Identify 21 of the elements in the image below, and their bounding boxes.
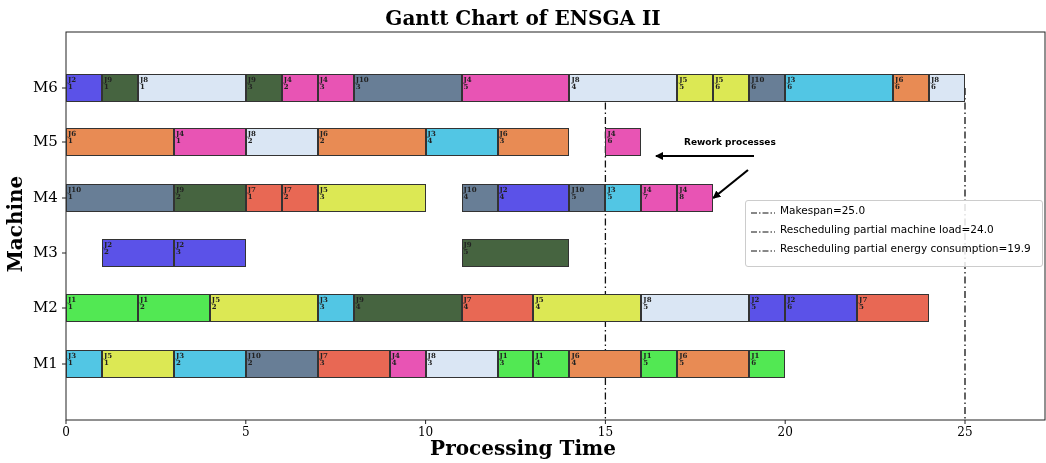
machine-label: M6 (33, 78, 58, 96)
axis-title: Processing Time (429, 436, 617, 460)
axis-title: Machine (3, 174, 27, 274)
machine-label: M3 (33, 243, 58, 261)
tick-label: 25 (956, 425, 974, 439)
tick-label: 15 (596, 425, 615, 439)
tick-label: 10 (416, 425, 435, 439)
machine-label: M4 (33, 188, 58, 206)
annotation-text: Rework processes (684, 137, 776, 147)
machine-label: M2 (33, 298, 58, 316)
tick-label: 0 (61, 425, 71, 439)
arrow (712, 169, 749, 199)
legend-text: Rescheduling partial machine load=24.0 (780, 223, 994, 235)
chart-title: Gantt Chart of ENSGA II (384, 6, 662, 30)
arrow (655, 152, 754, 160)
legend-text: Makespan=25.0 (780, 204, 866, 216)
tick-label: 5 (240, 425, 251, 439)
tick-label: 20 (776, 425, 794, 439)
machine-label: M1 (33, 354, 58, 372)
machine-label: M5 (33, 132, 58, 150)
legend-text: Rescheduling partial energy consumption=19.9 (780, 242, 1031, 254)
